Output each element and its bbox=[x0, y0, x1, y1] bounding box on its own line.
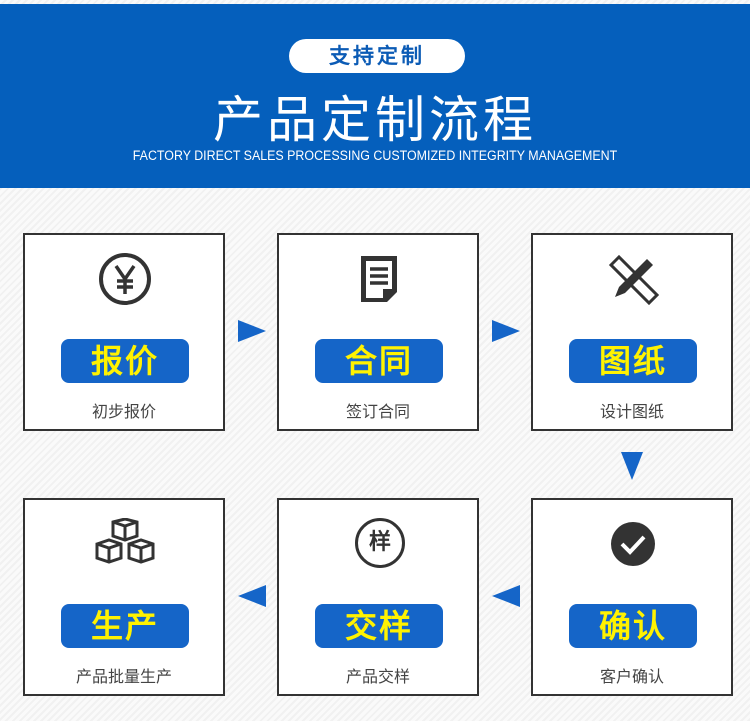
check-circle-icon bbox=[611, 522, 655, 566]
step-label: 确认 bbox=[569, 604, 697, 648]
step-caption: 初步报价 bbox=[91, 402, 156, 421]
arrow-down-icon bbox=[621, 452, 643, 480]
step-quote: 报价 初步报价 bbox=[23, 233, 225, 431]
step-caption: 产品批量生产 bbox=[75, 667, 172, 686]
arrow-left-icon bbox=[492, 585, 520, 607]
step-sample: 样 交样 产品交样 bbox=[277, 498, 479, 696]
step-caption: 产品交样 bbox=[345, 667, 410, 686]
page-title: 产品定制流程 bbox=[213, 91, 537, 149]
step-contract: 合同 签订合同 bbox=[277, 233, 479, 431]
custom-badge: 支持定制 bbox=[289, 39, 465, 73]
sample-icon: 样 bbox=[355, 518, 405, 568]
step-label: 报价 bbox=[61, 339, 189, 383]
sample-icon-text: 样 bbox=[368, 530, 391, 555]
arrow-right-icon bbox=[492, 320, 520, 342]
arrow-left-icon bbox=[238, 585, 266, 607]
document-icon bbox=[361, 256, 397, 302]
step-caption: 客户确认 bbox=[599, 667, 664, 686]
step-label: 合同 bbox=[315, 339, 443, 383]
step-label: 生产 bbox=[61, 604, 189, 648]
step-caption: 设计图纸 bbox=[599, 402, 664, 421]
step-label: 图纸 bbox=[569, 339, 697, 383]
step-production: 生产 产品批量生产 bbox=[23, 498, 225, 696]
step-drawing: 图纸 设计图纸 bbox=[531, 233, 733, 431]
arrow-right-icon bbox=[238, 320, 266, 342]
step-confirm: 确认 客户确认 bbox=[531, 498, 733, 696]
yen-icon bbox=[99, 253, 151, 305]
step-caption: 签订合同 bbox=[345, 402, 410, 421]
header-banner: 支持定制 产品定制流程 FACTORY DIRECT SALES PROCESS… bbox=[0, 4, 750, 188]
boxes-icon bbox=[95, 518, 155, 564]
step-label: 交样 bbox=[315, 604, 443, 648]
pencil-ruler-icon bbox=[608, 254, 659, 305]
page-subtitle: FACTORY DIRECT SALES PROCESSING CUSTOMIZ… bbox=[132, 148, 618, 163]
